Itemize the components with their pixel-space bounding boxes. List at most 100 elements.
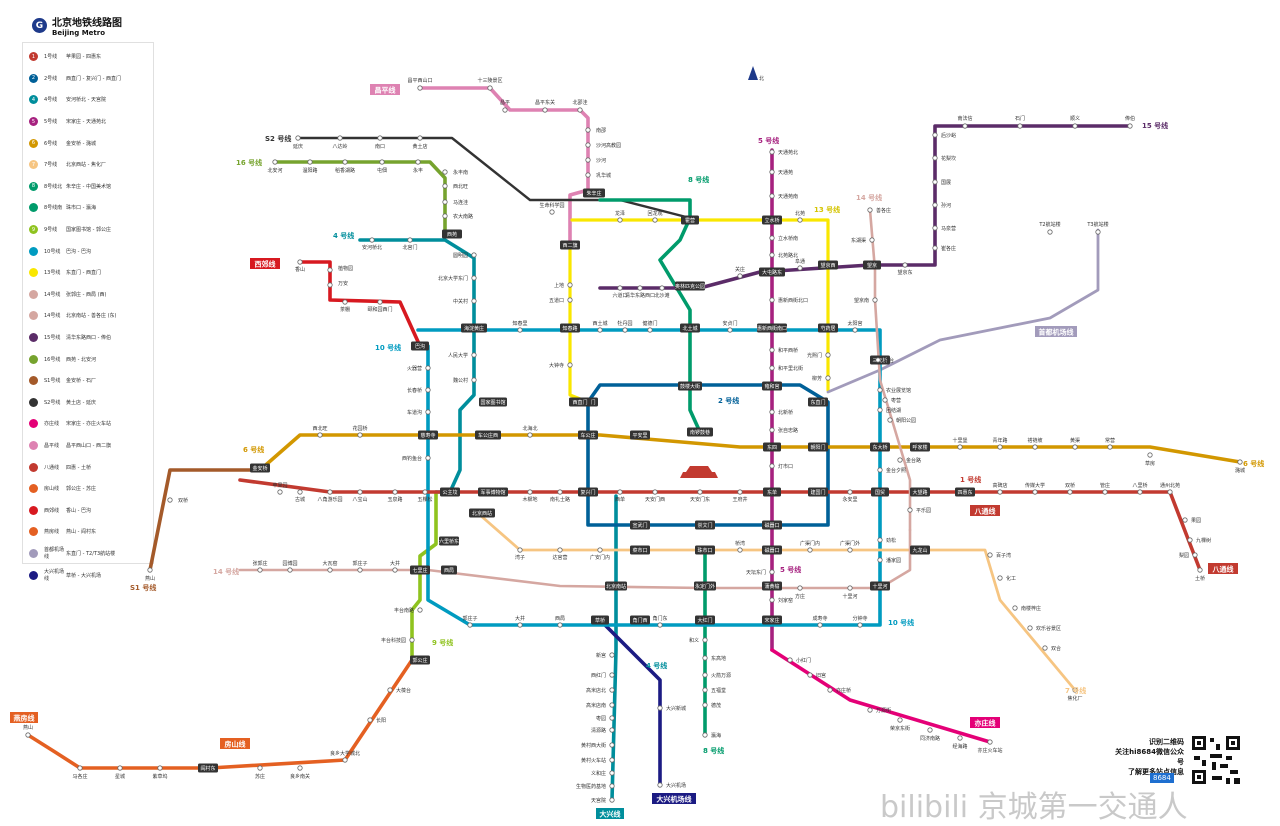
transfer-station-label: 建国门 [810, 489, 825, 496]
station-label: 德茂 [711, 702, 721, 709]
transfer-station [578, 487, 598, 497]
qr-caption-line-1: 识别二维码 [1149, 738, 1184, 746]
station-label: 方庄 [795, 593, 805, 600]
transfer-station [681, 215, 699, 225]
station-dot [702, 655, 708, 661]
station-dot [407, 237, 413, 243]
line-label: 8 号线 [688, 175, 709, 184]
station-dot [1192, 552, 1198, 558]
station-dot [769, 463, 775, 469]
station-label: 北沙滩 [654, 292, 669, 299]
station-label: 和平西桥 [778, 347, 798, 354]
station-dot [1197, 567, 1203, 573]
line-label: 10 号线 [375, 343, 401, 352]
station-label: 广渠门外 [840, 540, 860, 547]
station-label: 西钓鱼台 [402, 455, 422, 462]
station-dot [287, 567, 293, 573]
line-label: 1 号线 [960, 475, 981, 484]
station-dot [307, 159, 313, 165]
station-dot [932, 202, 938, 208]
station-label: 上地 [554, 282, 564, 289]
legend-item: 15号线清华东路西口 - 俸伯 [23, 327, 153, 349]
station-dot [567, 362, 573, 368]
station-dot [377, 135, 383, 141]
transfer-station-label: 芍药居 [820, 325, 835, 332]
station-label: 燕山 [145, 575, 155, 582]
station-dot [637, 285, 643, 291]
station-dot [657, 622, 663, 628]
legend-route: 朱辛庄 - 中国美术馆 [66, 183, 111, 190]
station-label: 五道口 [549, 297, 564, 304]
transfer-station-label: 菜市口 [632, 547, 647, 554]
map-title-cn: 北京地铁线路图 [52, 18, 122, 29]
station-dot [807, 547, 813, 553]
station-label: 灯市口 [778, 463, 793, 470]
station-label: 西单 [615, 496, 625, 503]
station-dot [902, 262, 908, 268]
legend-route: 昌平西山口 - 西二旗 [66, 442, 111, 449]
legend-route: 金安桥 - 石厂 [66, 378, 96, 385]
line-s2 [296, 136, 692, 220]
legend-route: 西苑 - 北安河 [66, 356, 96, 363]
station-label: 石门 [1015, 115, 1025, 122]
station-dot [1017, 123, 1023, 129]
transfer-station-label: 车公庄 [580, 432, 595, 439]
station-dot [1187, 537, 1193, 543]
transfer-station [569, 397, 591, 407]
line-7 [478, 513, 1077, 692]
station-label: 义和庄 [591, 770, 606, 777]
station-label: 团结湖 [886, 407, 901, 414]
station-label: 牡丹园 [617, 320, 632, 327]
tiananmen-icon [680, 466, 718, 478]
station-dot [317, 432, 323, 438]
line-tag [652, 793, 696, 804]
station-label: 俸伯 [1125, 115, 1135, 122]
station-label: 安贞门 [722, 320, 737, 327]
station-dot [357, 567, 363, 573]
station-label: 天宫院 [591, 797, 606, 804]
station-label: 亦庄火车站 [977, 747, 1002, 754]
station-dot [797, 265, 803, 271]
transfer-station-label: 草桥 [595, 617, 605, 624]
station-label: 花梨坎 [941, 155, 956, 162]
station-dot [657, 705, 663, 711]
station-dot [737, 273, 743, 279]
station-dot [769, 252, 775, 258]
line-label: 4 号线 [646, 661, 667, 670]
station-dot [277, 489, 283, 495]
station-label: 植物园 [338, 265, 353, 272]
line-color-dot-icon: 1 [29, 52, 38, 62]
station-dot [847, 489, 853, 495]
line-14-east [868, 208, 912, 532]
legend-item: 16号线西苑 - 北安河 [23, 348, 153, 370]
transfer-station [910, 442, 930, 452]
station-label: 长阳 [376, 717, 386, 724]
legend-route: 黄土店 - 延庆 [66, 399, 96, 406]
station-label: 北新桥 [778, 409, 793, 416]
station-dot [617, 489, 623, 495]
transfer-station-label: 阎村东 [200, 765, 215, 772]
legend-line-name: 昌平线 [44, 442, 60, 449]
station-dot [702, 637, 708, 643]
station-dot [769, 297, 775, 303]
transfer-station [763, 442, 781, 452]
station-label: 管庄 [1100, 482, 1110, 489]
station-label: 南邵 [596, 127, 606, 134]
station-label: 昌平东关 [535, 99, 555, 106]
line-xijiao [298, 260, 422, 348]
station-label: 望京南 [854, 297, 869, 304]
station-label: 黄渠 [1070, 437, 1080, 444]
line-color-dot-icon: 7 [29, 160, 38, 170]
station-label: 双合 [1051, 645, 1061, 652]
line-2 [586, 383, 830, 527]
line-color-dot-icon [29, 203, 38, 213]
station-label: 分钟寺 [852, 615, 867, 622]
line-color-dot-icon [29, 570, 38, 580]
line-label: S2 号线 [265, 134, 291, 143]
transfer-station [818, 323, 838, 333]
station-label: 土桥 [1195, 575, 1205, 582]
qr-code-icon[interactable] [1190, 734, 1242, 786]
station-dot [467, 622, 473, 628]
